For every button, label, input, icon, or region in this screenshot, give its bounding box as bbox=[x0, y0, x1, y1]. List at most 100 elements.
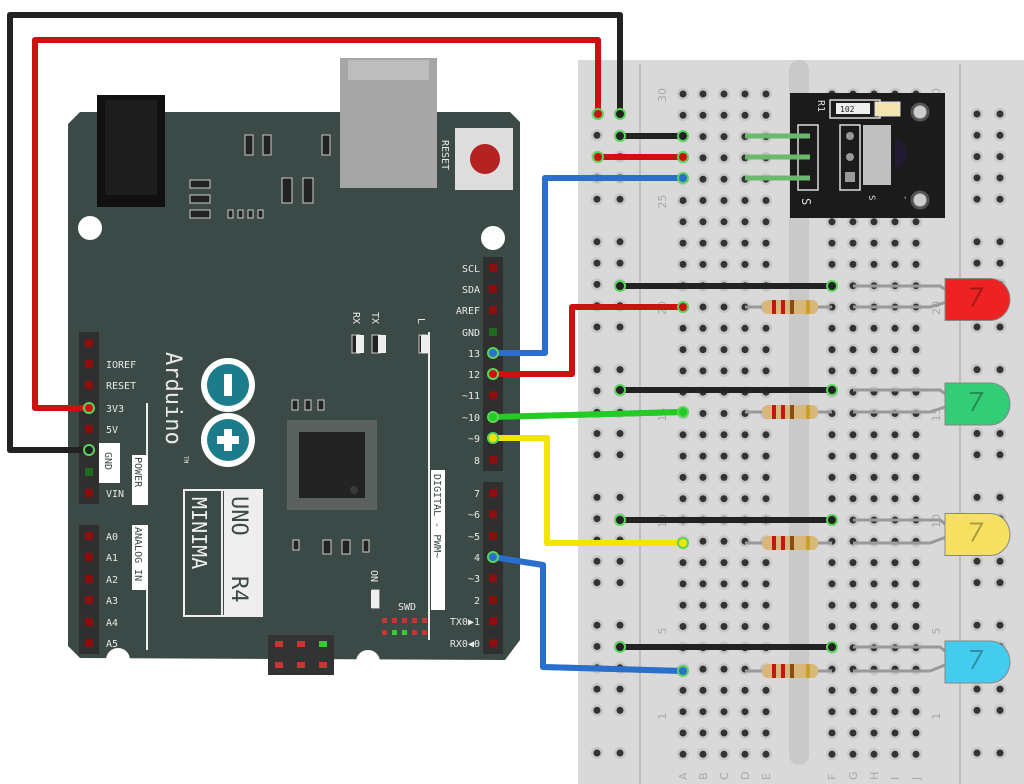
header-pin-GND[interactable] bbox=[489, 328, 497, 336]
power-pin[interactable] bbox=[85, 381, 93, 389]
wire-endpoint[interactable] bbox=[677, 151, 689, 163]
wire-endpoint[interactable] bbox=[677, 130, 689, 142]
wire-endpoint[interactable] bbox=[592, 151, 604, 163]
mount-hole bbox=[78, 216, 102, 240]
wire-endpoint[interactable] bbox=[83, 444, 95, 456]
header-pin-SDA[interactable] bbox=[489, 285, 497, 293]
wire-endpoint[interactable] bbox=[83, 402, 95, 414]
breadboard-hole-center bbox=[891, 601, 899, 609]
wire-endpoint[interactable] bbox=[614, 280, 626, 292]
header-pin-3[interactable] bbox=[489, 574, 497, 582]
rail-hole-center bbox=[593, 706, 601, 714]
on-label: ON bbox=[368, 570, 379, 582]
wire-endpoint[interactable] bbox=[826, 641, 838, 653]
rail-hole-center bbox=[593, 323, 601, 331]
wire-endpoint[interactable] bbox=[677, 537, 689, 549]
analog-pin[interactable] bbox=[85, 532, 93, 540]
analog-pin[interactable] bbox=[85, 618, 93, 626]
breadboard-hole-center bbox=[720, 154, 728, 162]
power-pin[interactable] bbox=[85, 360, 93, 368]
breadboard-hole-center bbox=[699, 431, 707, 439]
breadboard-hole-center bbox=[720, 580, 728, 588]
wire-endpoint[interactable] bbox=[826, 514, 838, 526]
breadboard-hole-center bbox=[741, 623, 749, 630]
wire-endpoint[interactable] bbox=[677, 172, 689, 184]
breadboard-hole-center bbox=[679, 601, 687, 609]
wire-pin13-ir-signal[interactable] bbox=[490, 175, 686, 356]
breadboard-hole-center bbox=[849, 708, 857, 716]
breadboard-hole-center bbox=[720, 90, 728, 98]
breadboard-hole-center bbox=[762, 367, 770, 375]
breadboard-hole-center bbox=[679, 729, 687, 737]
breadboard-hole-center bbox=[912, 750, 920, 758]
breadboard-hole-center bbox=[720, 495, 728, 503]
wire-3v3-to-rail[interactable] bbox=[32, 37, 601, 411]
wire-pin4-blue-led[interactable] bbox=[490, 554, 686, 674]
power-pin[interactable] bbox=[85, 468, 93, 476]
breadboard-hole-center bbox=[699, 559, 707, 567]
header-pin-8[interactable] bbox=[489, 456, 497, 464]
breadboard-hole-center bbox=[828, 580, 836, 588]
header-pin-RX00[interactable] bbox=[489, 639, 497, 647]
breadboard-hole-center bbox=[720, 367, 728, 375]
wire-endpoint[interactable] bbox=[677, 665, 689, 677]
analog-pin[interactable] bbox=[85, 639, 93, 647]
power-pin[interactable] bbox=[85, 489, 93, 497]
wire-pin9-yellow-led[interactable] bbox=[490, 435, 686, 546]
wire-endpoint[interactable] bbox=[677, 301, 689, 313]
breadboard-hole-center bbox=[891, 473, 899, 481]
pin-label: 12 bbox=[468, 370, 480, 381]
pin-label: 5V bbox=[106, 425, 118, 436]
wire-endpoint[interactable] bbox=[614, 108, 626, 120]
pin-label: TX0▶1 bbox=[450, 617, 480, 628]
wire-endpoint[interactable] bbox=[487, 432, 499, 444]
breadboard-hole-center bbox=[720, 346, 728, 354]
analog-pin[interactable] bbox=[85, 553, 93, 561]
breadboard-hole-center bbox=[849, 580, 857, 588]
pin-label: 4 bbox=[474, 553, 480, 564]
breadboard-hole-center bbox=[741, 431, 749, 439]
wire-endpoint[interactable] bbox=[487, 551, 499, 563]
wire-pin10-green-led[interactable] bbox=[490, 409, 686, 420]
header-pin-SCL[interactable] bbox=[489, 264, 497, 272]
ir-r1-label: R1 bbox=[815, 100, 826, 112]
wire-endpoint[interactable] bbox=[487, 411, 499, 423]
wire-pin12-red-led[interactable] bbox=[490, 304, 686, 377]
breadboard-hole-center bbox=[849, 452, 857, 460]
header-pin-AREF[interactable] bbox=[489, 306, 497, 314]
power-pin[interactable] bbox=[85, 425, 93, 433]
led-green bbox=[944, 382, 1011, 426]
header-pin-6[interactable] bbox=[489, 510, 497, 518]
l-led bbox=[421, 335, 428, 353]
reset-button-cap[interactable] bbox=[470, 144, 500, 174]
header-pin-5[interactable] bbox=[489, 532, 497, 540]
header-pin-2[interactable] bbox=[489, 596, 497, 604]
wire-gnd-to-rail[interactable] bbox=[7, 12, 623, 453]
wire-endpoint[interactable] bbox=[614, 641, 626, 653]
pin-label: ~10 bbox=[462, 413, 480, 424]
analog-pin[interactable] bbox=[85, 575, 93, 583]
rail-hole-center bbox=[973, 621, 981, 629]
wire-endpoint[interactable] bbox=[614, 130, 626, 142]
wire-endpoint[interactable] bbox=[677, 406, 689, 418]
analog-pin[interactable] bbox=[85, 596, 93, 604]
wire-endpoint[interactable] bbox=[826, 384, 838, 396]
swd-pin bbox=[382, 630, 387, 635]
wire-endpoint[interactable] bbox=[487, 368, 499, 380]
wire-endpoint[interactable] bbox=[614, 514, 626, 526]
header-pin-11[interactable] bbox=[489, 391, 497, 399]
wire-endpoint[interactable] bbox=[826, 280, 838, 292]
wire-endpoint[interactable] bbox=[614, 384, 626, 396]
header-pin-7[interactable] bbox=[489, 489, 497, 497]
header-pin-TX01[interactable] bbox=[489, 617, 497, 625]
breadboard-hole-center bbox=[762, 623, 770, 630]
power-pin[interactable] bbox=[85, 339, 93, 347]
column-letter-label: F bbox=[826, 774, 839, 780]
row-number-label: 1 bbox=[656, 713, 669, 720]
ir-resistor-code: 102 bbox=[840, 105, 855, 114]
breadboard-hole-center bbox=[741, 260, 749, 268]
wire-endpoint[interactable] bbox=[487, 347, 499, 359]
power-box bbox=[132, 455, 148, 505]
rail-hole-center bbox=[973, 557, 981, 565]
wire-endpoint[interactable] bbox=[592, 108, 604, 120]
